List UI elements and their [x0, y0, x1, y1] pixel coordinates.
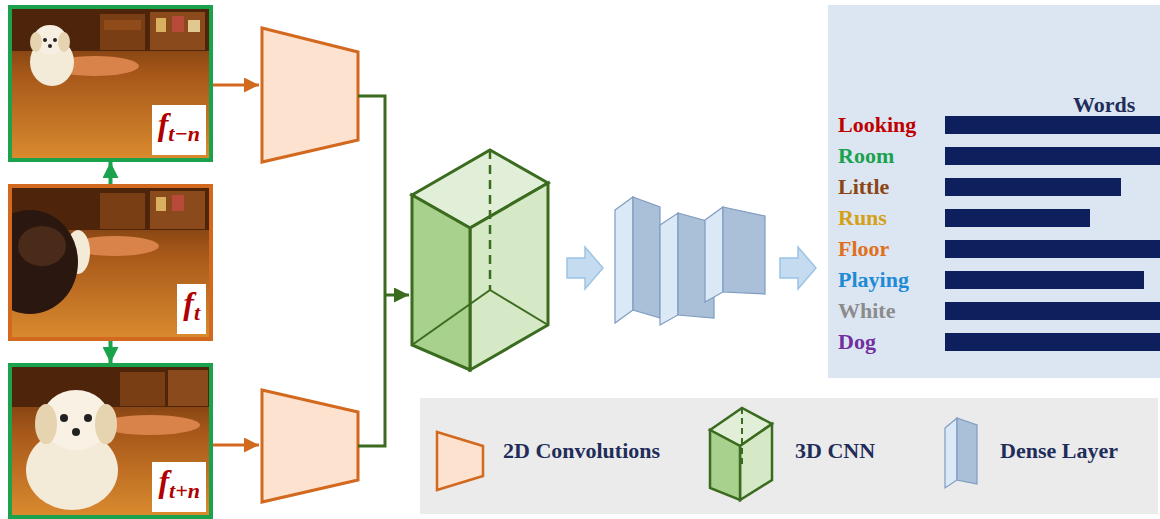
frame-label: ft−n: [158, 106, 200, 142]
dog-eye: [53, 38, 57, 42]
dense-layer-front: [615, 197, 633, 323]
dog-ear: [95, 404, 117, 444]
cnn3d-side-face: [470, 183, 548, 370]
frame-label-patch: ft+n: [152, 462, 206, 512]
photo-drawer: [100, 193, 145, 229]
panel-title: Words: [1073, 91, 1135, 119]
photo-drawer: [100, 14, 145, 50]
frame-label-subscript: t: [194, 300, 200, 325]
word-label: Dog: [838, 328, 876, 356]
dog-eye: [43, 38, 47, 42]
dog-nose: [72, 428, 80, 436]
score-bar: [945, 240, 1160, 258]
cnn3d-hidden-edge: [490, 290, 548, 325]
score-bar: [945, 178, 1121, 196]
flow-arrow: [780, 247, 816, 289]
word-label: Floor: [838, 235, 889, 263]
video-frame: ft+n: [8, 363, 213, 519]
photo-drawer: [104, 20, 141, 30]
legend-cnn3d-icon: [740, 424, 772, 500]
word-label: Looking: [838, 111, 916, 139]
frame-label-subscript: t−n: [168, 121, 200, 146]
cnn3d-hidden-edge: [412, 290, 490, 345]
dog-eye: [84, 414, 92, 422]
word-label: Playing: [838, 266, 909, 294]
word-label: Little: [838, 173, 889, 201]
legend-label: 2D Convolutions: [503, 437, 660, 465]
frame-label-patch: ft−n: [152, 105, 206, 155]
dog-ear: [30, 32, 42, 52]
dense-layers: [615, 197, 765, 325]
dog-nose: [48, 44, 52, 48]
merge-wire: [358, 295, 385, 446]
legend-cnn3d-icon: [741, 408, 743, 465]
photo-item: [172, 195, 184, 211]
word-label: White: [838, 297, 895, 325]
frame-label-base: f: [158, 106, 169, 142]
photo-ground: [12, 9, 209, 158]
photo-shelf: [168, 370, 208, 406]
blurred-object: [18, 226, 66, 266]
conv2d-trapezoid: [262, 390, 358, 502]
photo-item: [156, 197, 166, 211]
photo-ground: [12, 367, 209, 515]
score-bar: [945, 302, 1160, 320]
flow-arrow: [567, 247, 603, 289]
frame-label-base: f: [158, 463, 169, 499]
video-frame: ft: [8, 184, 213, 341]
score-bar: [945, 271, 1144, 289]
frame-label: ft+n: [158, 463, 200, 499]
input-arrow: [213, 444, 259, 447]
dense-layer-front: [705, 207, 723, 302]
legend-dense-icon: [957, 418, 977, 484]
photo-item: [156, 18, 166, 32]
legend-label: Dense Layer: [1000, 437, 1118, 465]
word-panel: WordsLookingRoomLittleRunsFloorPlayingWh…: [828, 5, 1160, 378]
legend-label: 3D CNN: [795, 437, 875, 465]
dog-ear: [35, 404, 57, 444]
frame-label-base: f: [183, 285, 194, 321]
legend-dense-icon: [945, 418, 957, 488]
frame-link-arrow: [109, 341, 113, 363]
photo-drawer: [120, 372, 165, 406]
word-label: Runs: [838, 204, 887, 232]
score-bar: [945, 209, 1090, 227]
merge-wire: [358, 96, 385, 295]
dense-layer-side: [723, 207, 765, 294]
frame-label-patch: ft: [177, 284, 206, 334]
photo-shelf: [150, 191, 205, 229]
score-bar: [945, 116, 1160, 134]
input-arrow: [213, 84, 259, 87]
video-frame-photo: [12, 9, 209, 158]
score-bar: [945, 333, 1160, 351]
photo-shelf: [150, 12, 205, 50]
legend-conv2d-icon: [437, 432, 483, 490]
cnn3d-front-face: [412, 195, 470, 370]
legend-cnn3d-icon: [710, 430, 740, 500]
legend-panel: [420, 398, 1158, 514]
frame-label: ft: [183, 285, 200, 321]
photo-wall: [12, 367, 209, 407]
photo-item: [172, 16, 184, 32]
video-frame: ft−n: [8, 5, 213, 162]
frame-link-arrow: [109, 162, 113, 184]
score-bar: [945, 147, 1160, 165]
dog-ear: [58, 32, 70, 52]
video-frame-photo: [12, 188, 209, 337]
word-label: Room: [838, 142, 894, 170]
photo-item: [188, 20, 200, 32]
dense-layer-front: [660, 213, 678, 325]
conv2d-trapezoid: [262, 28, 358, 162]
dog-eye: [60, 414, 68, 422]
merge-arrow: [385, 294, 409, 297]
photo-ground: [12, 188, 209, 337]
video-frame-photo: [12, 367, 209, 515]
frame-label-subscript: t+n: [169, 478, 200, 503]
blurred-object: [12, 210, 78, 314]
dense-layer-side: [633, 197, 660, 318]
cnn3d-hidden-edge: [489, 150, 492, 290]
